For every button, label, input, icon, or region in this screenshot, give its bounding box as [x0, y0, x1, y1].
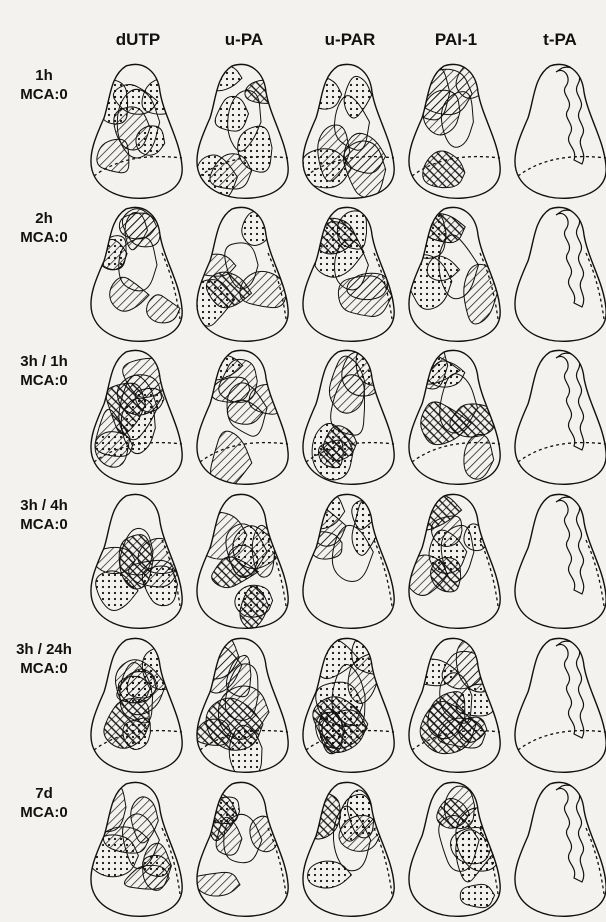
brain-section [88, 58, 188, 204]
brain-section [406, 776, 506, 922]
row-condition: MCA:0 [4, 371, 84, 390]
row-label-3h-24h: 3h / 24h MCA:0 [4, 640, 84, 678]
brain-section [300, 201, 400, 347]
brain-section [512, 776, 606, 922]
row-label-2h: 2h MCA:0 [4, 209, 84, 247]
brain-section [300, 488, 400, 634]
row-label-3h-4h: 3h / 4h MCA:0 [4, 496, 84, 534]
row-time: 1h [4, 66, 84, 85]
column-header-pai1: PAI-1 [406, 30, 506, 50]
column-header-dutp: dUTP [88, 30, 188, 50]
brain-section [300, 344, 400, 490]
row-time: 7d [4, 784, 84, 803]
row-label-7d: 7d MCA:0 [4, 784, 84, 822]
row-condition: MCA:0 [4, 85, 84, 104]
row-time: 3h / 24h [4, 640, 84, 659]
brain-section [300, 776, 400, 922]
row-condition: MCA:0 [4, 228, 84, 247]
brain-section [406, 58, 506, 204]
brain-section [194, 201, 294, 347]
brain-section [406, 632, 506, 778]
brain-section [88, 776, 188, 922]
brain-section [406, 488, 506, 634]
brain-section [88, 344, 188, 490]
row-time: 2h [4, 209, 84, 228]
row-label-3h-1h: 3h / 1h MCA:0 [4, 352, 84, 390]
row-condition: MCA:0 [4, 803, 84, 822]
brain-section [194, 776, 294, 922]
brain-section [512, 488, 606, 634]
row-time: 3h / 1h [4, 352, 84, 371]
brain-section [406, 201, 506, 347]
brain-section [512, 58, 606, 204]
column-header-upar: u-PAR [300, 30, 400, 50]
brain-section [88, 632, 188, 778]
brain-section [512, 344, 606, 490]
brain-section [194, 344, 294, 490]
brain-section [300, 632, 400, 778]
brain-section [300, 58, 400, 204]
brain-section [88, 488, 188, 634]
row-condition: MCA:0 [4, 515, 84, 534]
column-header-upa: u-PA [194, 30, 294, 50]
brain-section [194, 488, 294, 634]
row-condition: MCA:0 [4, 659, 84, 678]
brain-section [194, 632, 294, 778]
brain-section [512, 632, 606, 778]
brain-section [406, 344, 506, 490]
row-time: 3h / 4h [4, 496, 84, 515]
brain-section [512, 201, 606, 347]
column-header-tpa: t-PA [510, 30, 606, 50]
row-label-1h: 1h MCA:0 [4, 66, 84, 104]
brain-section [88, 201, 188, 347]
brain-section [194, 58, 294, 204]
